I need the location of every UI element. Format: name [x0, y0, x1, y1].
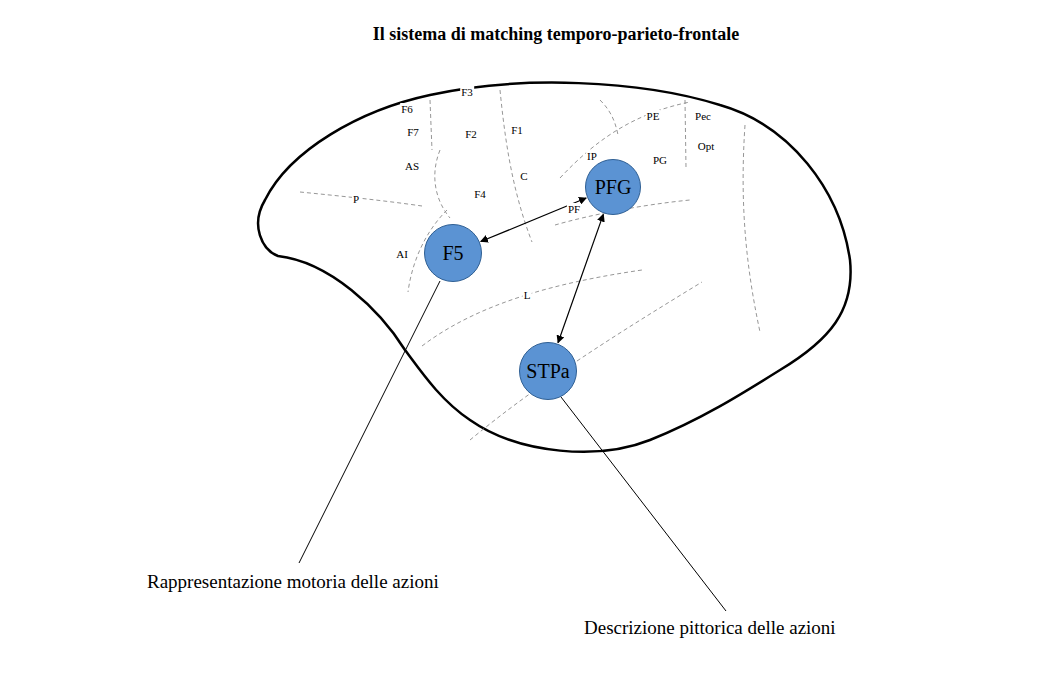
- area-label: P: [352, 193, 360, 205]
- callout-text: Descrizione pittorica delle azioni: [584, 617, 836, 639]
- area-circle: PFG: [585, 159, 641, 215]
- connection-arrow: [481, 198, 586, 242]
- area-circle: F5: [424, 224, 482, 282]
- area-label: PG: [652, 154, 668, 166]
- area-label: F1: [510, 124, 524, 136]
- connection-arrow: [558, 214, 603, 342]
- area-label: F4: [473, 188, 487, 200]
- sulci: [300, 90, 760, 440]
- area-name: F5: [442, 242, 463, 265]
- area-label: IP: [586, 150, 598, 162]
- area-label: F2: [464, 128, 478, 140]
- area-label: Opt: [697, 140, 716, 152]
- area-label: F6: [400, 103, 414, 115]
- area-label: C: [519, 170, 528, 182]
- diagram-title: Il sistema di matching temporo-parieto-f…: [373, 24, 739, 45]
- area-label: Pec: [694, 110, 712, 122]
- area-label: AI: [395, 248, 409, 260]
- brain-outline: [258, 83, 850, 452]
- callout-text: Rappresentazione motoria delle azioni: [147, 571, 439, 593]
- area-label: AS: [404, 160, 420, 172]
- leader-line: [299, 281, 440, 563]
- area-label: PF: [567, 203, 581, 215]
- area-name: PFG: [595, 176, 632, 199]
- area-name: STPa: [526, 360, 569, 383]
- area-label: F3: [460, 86, 474, 98]
- area-label: PE: [646, 110, 661, 122]
- area-circle: STPa: [519, 342, 577, 400]
- area-label: F7: [406, 126, 420, 138]
- area-label: L: [523, 289, 532, 301]
- leader-line: [561, 397, 726, 611]
